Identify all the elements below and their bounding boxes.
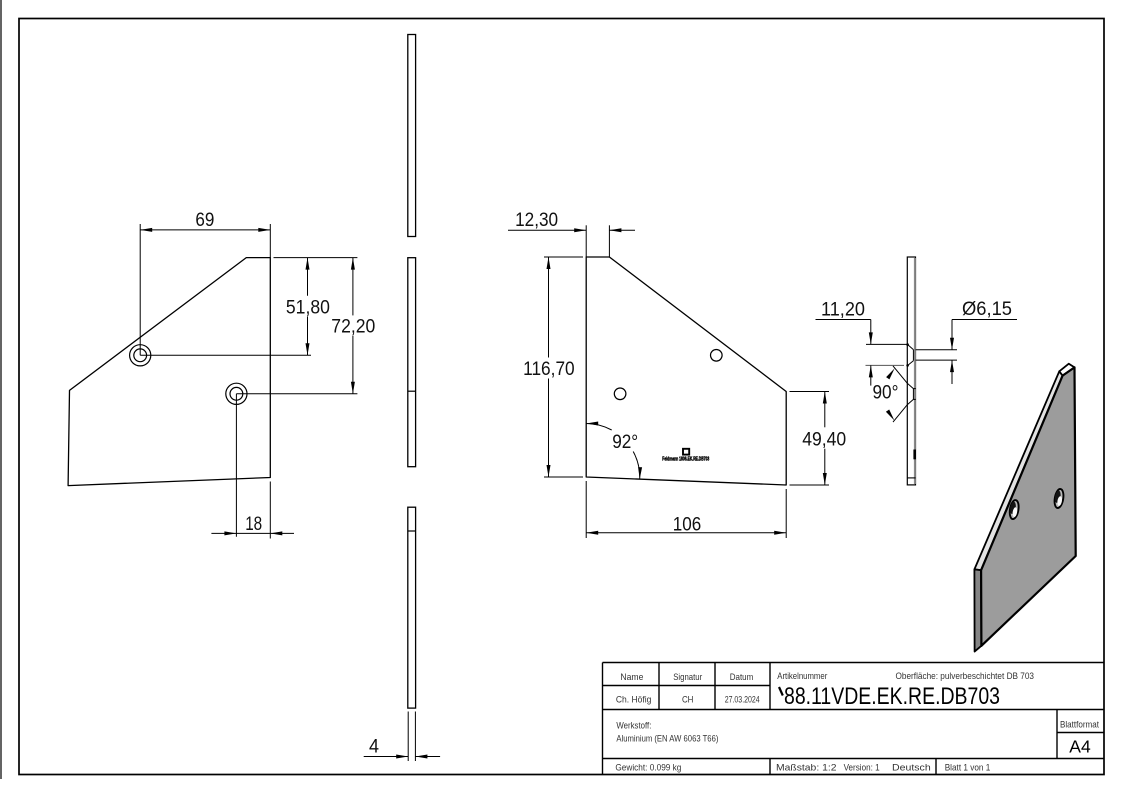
svg-text:Datum: Datum xyxy=(730,672,754,683)
svg-text:Ch. Höfig: Ch. Höfig xyxy=(616,695,652,706)
svg-text:A4: A4 xyxy=(1069,737,1091,757)
svg-text:72,20: 72,20 xyxy=(331,316,375,338)
svg-text:Feldmann 1806.EK.RE.DB703: Feldmann 1806.EK.RE.DB703 xyxy=(662,456,709,462)
svg-text:12,30: 12,30 xyxy=(515,209,558,231)
svg-text:51,80: 51,80 xyxy=(286,297,330,319)
svg-text:Version: 1: Version: 1 xyxy=(844,762,880,773)
svg-text:4: 4 xyxy=(369,736,379,758)
svg-text:27.03.2024: 27.03.2024 xyxy=(725,695,760,706)
svg-text:CH: CH xyxy=(682,695,694,706)
svg-text:88.11VDE.EK.RE.DB703: 88.11VDE.EK.RE.DB703 xyxy=(784,683,1000,710)
svg-text:11,20: 11,20 xyxy=(821,299,865,321)
svg-text:Blattformat: Blattformat xyxy=(1060,720,1099,731)
svg-text:90°: 90° xyxy=(873,382,899,404)
svg-text:106: 106 xyxy=(673,514,702,536)
svg-text:49,40: 49,40 xyxy=(802,429,846,451)
svg-text:Werkstoff:: Werkstoff: xyxy=(616,721,651,732)
svg-text:Name: Name xyxy=(620,672,643,683)
svg-text:Ø6,15: Ø6,15 xyxy=(962,298,1012,320)
svg-text:Blatt 1 von 1: Blatt 1 von 1 xyxy=(945,762,991,773)
svg-text:Aluminium (EN AW 6063 T66): Aluminium (EN AW 6063 T66) xyxy=(616,733,718,744)
svg-text:Artikelnummer: Artikelnummer xyxy=(777,671,827,682)
svg-text:116,70: 116,70 xyxy=(523,358,575,380)
svg-text:18: 18 xyxy=(245,513,262,535)
svg-text:Signatur: Signatur xyxy=(673,672,702,683)
svg-text:Gewicht: 0.099 kg: Gewicht: 0.099 kg xyxy=(615,762,681,773)
svg-text:69: 69 xyxy=(195,209,214,231)
svg-text:Maßstab: 1:2: Maßstab: 1:2 xyxy=(776,762,837,773)
svg-text:Deutsch: Deutsch xyxy=(892,762,931,773)
svg-text:92°: 92° xyxy=(612,431,638,453)
svg-text:Oberfläche: pulverbeschichtet: Oberfläche: pulverbeschichtet DB 703 xyxy=(896,671,1035,682)
